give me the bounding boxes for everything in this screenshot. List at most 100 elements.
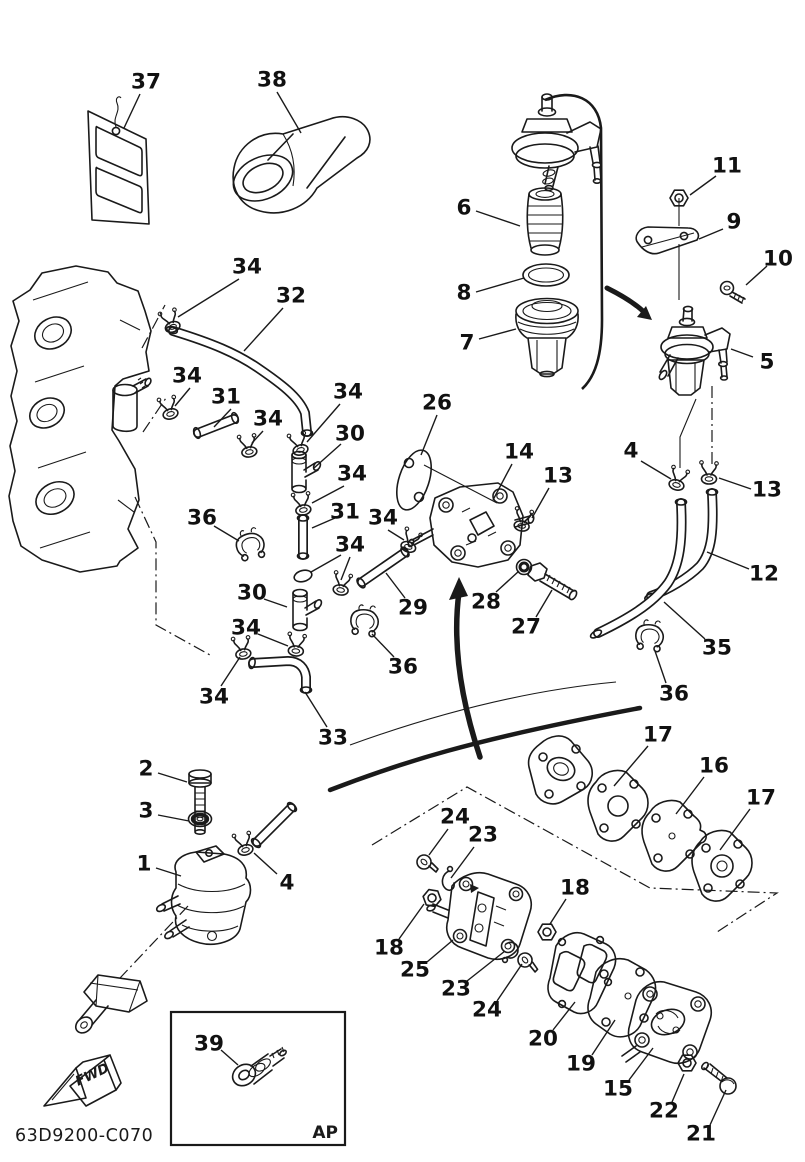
fuel-connector-lower bbox=[74, 974, 148, 1034]
callout-36: 36 bbox=[187, 506, 217, 531]
callout-34: 34 bbox=[335, 533, 365, 558]
leader-line bbox=[174, 387, 191, 407]
leader-line bbox=[450, 846, 475, 879]
callout-30: 30 bbox=[335, 422, 365, 447]
leader-line bbox=[531, 487, 550, 519]
leader-line bbox=[257, 633, 289, 647]
leader-line bbox=[671, 1073, 685, 1103]
hose-clip-34 bbox=[329, 569, 354, 598]
leader-line bbox=[549, 898, 567, 925]
callout-24: 24 bbox=[472, 998, 502, 1023]
callout-34: 34 bbox=[199, 685, 229, 710]
leader-line bbox=[466, 950, 506, 982]
association-lines bbox=[134, 304, 779, 933]
leader-line bbox=[276, 91, 302, 134]
callout-13: 13 bbox=[543, 464, 573, 489]
filter-cup-7 bbox=[515, 297, 579, 378]
hose-clip-34 bbox=[155, 393, 182, 422]
leader-line bbox=[654, 650, 667, 684]
leader-line bbox=[123, 93, 141, 129]
hose-clip-34 bbox=[290, 489, 315, 518]
leader-line bbox=[263, 598, 288, 608]
callout-3: 3 bbox=[139, 799, 154, 824]
callout-34: 34 bbox=[333, 380, 363, 405]
callout-34: 34 bbox=[172, 364, 202, 389]
leader-line bbox=[426, 939, 454, 963]
leader-line bbox=[663, 601, 706, 640]
callout-16: 16 bbox=[699, 754, 729, 779]
leader-line bbox=[177, 278, 240, 318]
callout-18: 18 bbox=[374, 936, 404, 961]
callout-36: 36 bbox=[659, 682, 689, 707]
callout-38: 38 bbox=[257, 68, 287, 93]
leader-line bbox=[719, 808, 751, 851]
leader-line bbox=[311, 517, 336, 529]
leader-line bbox=[428, 828, 449, 856]
hose-connector-stub bbox=[250, 801, 298, 849]
washer-3 bbox=[187, 810, 213, 828]
callout-12: 12 bbox=[749, 562, 779, 587]
leader-line bbox=[253, 852, 278, 875]
callout-35: 35 bbox=[702, 636, 732, 661]
hose-35 bbox=[589, 498, 688, 639]
leader-line bbox=[387, 529, 405, 541]
leader-line bbox=[698, 228, 724, 240]
gasket-20 bbox=[547, 931, 617, 1015]
lever-clip-23-upper bbox=[441, 865, 455, 891]
gasket-26 bbox=[396, 449, 498, 511]
fuel-pump-25 bbox=[426, 871, 532, 960]
callout-37: 37 bbox=[131, 70, 161, 95]
callout-34: 34 bbox=[337, 462, 367, 487]
callout-25: 25 bbox=[400, 958, 430, 983]
clamp-36 bbox=[348, 603, 381, 638]
callout-32: 32 bbox=[276, 284, 306, 309]
callout-33: 33 bbox=[318, 726, 348, 751]
leader-line bbox=[675, 776, 705, 815]
leader-line bbox=[251, 430, 264, 444]
fuel-connector-1 bbox=[119, 845, 252, 979]
assembly-direction-arrow bbox=[449, 577, 483, 760]
callout-19: 19 bbox=[566, 1052, 596, 1077]
leader-line bbox=[730, 348, 754, 358]
callout-29: 29 bbox=[398, 596, 428, 621]
leader-line bbox=[591, 1019, 616, 1056]
lever-clip-23-lower bbox=[501, 941, 519, 964]
nut-18-right bbox=[537, 923, 557, 941]
leader-line bbox=[157, 772, 188, 783]
callout-8: 8 bbox=[457, 281, 472, 306]
screw-24-upper bbox=[416, 854, 439, 873]
hose-ring-34 bbox=[293, 569, 313, 583]
hose-31-lower bbox=[296, 514, 310, 560]
mount-plate bbox=[527, 735, 593, 805]
leader-line bbox=[340, 556, 351, 581]
grouping-bracket bbox=[544, 93, 652, 390]
tee-fitting-30-upper bbox=[291, 450, 323, 494]
callout-1: 1 bbox=[137, 852, 152, 877]
fuel-filter-5 bbox=[658, 305, 731, 468]
filter-element-6 bbox=[526, 187, 564, 256]
callout-24: 24 bbox=[440, 805, 470, 830]
intake-silencer bbox=[232, 115, 371, 214]
inset-box: AP bbox=[169, 1010, 347, 1147]
hose-clip-34 bbox=[236, 431, 261, 460]
callout-5: 5 bbox=[760, 350, 775, 375]
callout-4: 4 bbox=[624, 439, 639, 464]
callout-27: 27 bbox=[511, 615, 541, 640]
callout-39: 39 bbox=[194, 1032, 224, 1057]
callout-18: 18 bbox=[560, 876, 590, 901]
leader-line bbox=[475, 210, 521, 227]
callout-30: 30 bbox=[237, 581, 267, 606]
part-code: 63D9200-C070 bbox=[15, 1126, 153, 1146]
leader-line bbox=[213, 408, 232, 428]
box-label: AP bbox=[312, 1123, 338, 1143]
hose-33 bbox=[248, 655, 313, 694]
fwd-arrow: FWD bbox=[43, 1054, 122, 1107]
leader-line bbox=[613, 745, 649, 787]
leader-line bbox=[689, 175, 717, 196]
leader-line bbox=[157, 814, 190, 822]
callout-22: 22 bbox=[649, 1099, 679, 1124]
leader-line bbox=[420, 414, 438, 456]
fuel-filter-head bbox=[511, 93, 603, 192]
